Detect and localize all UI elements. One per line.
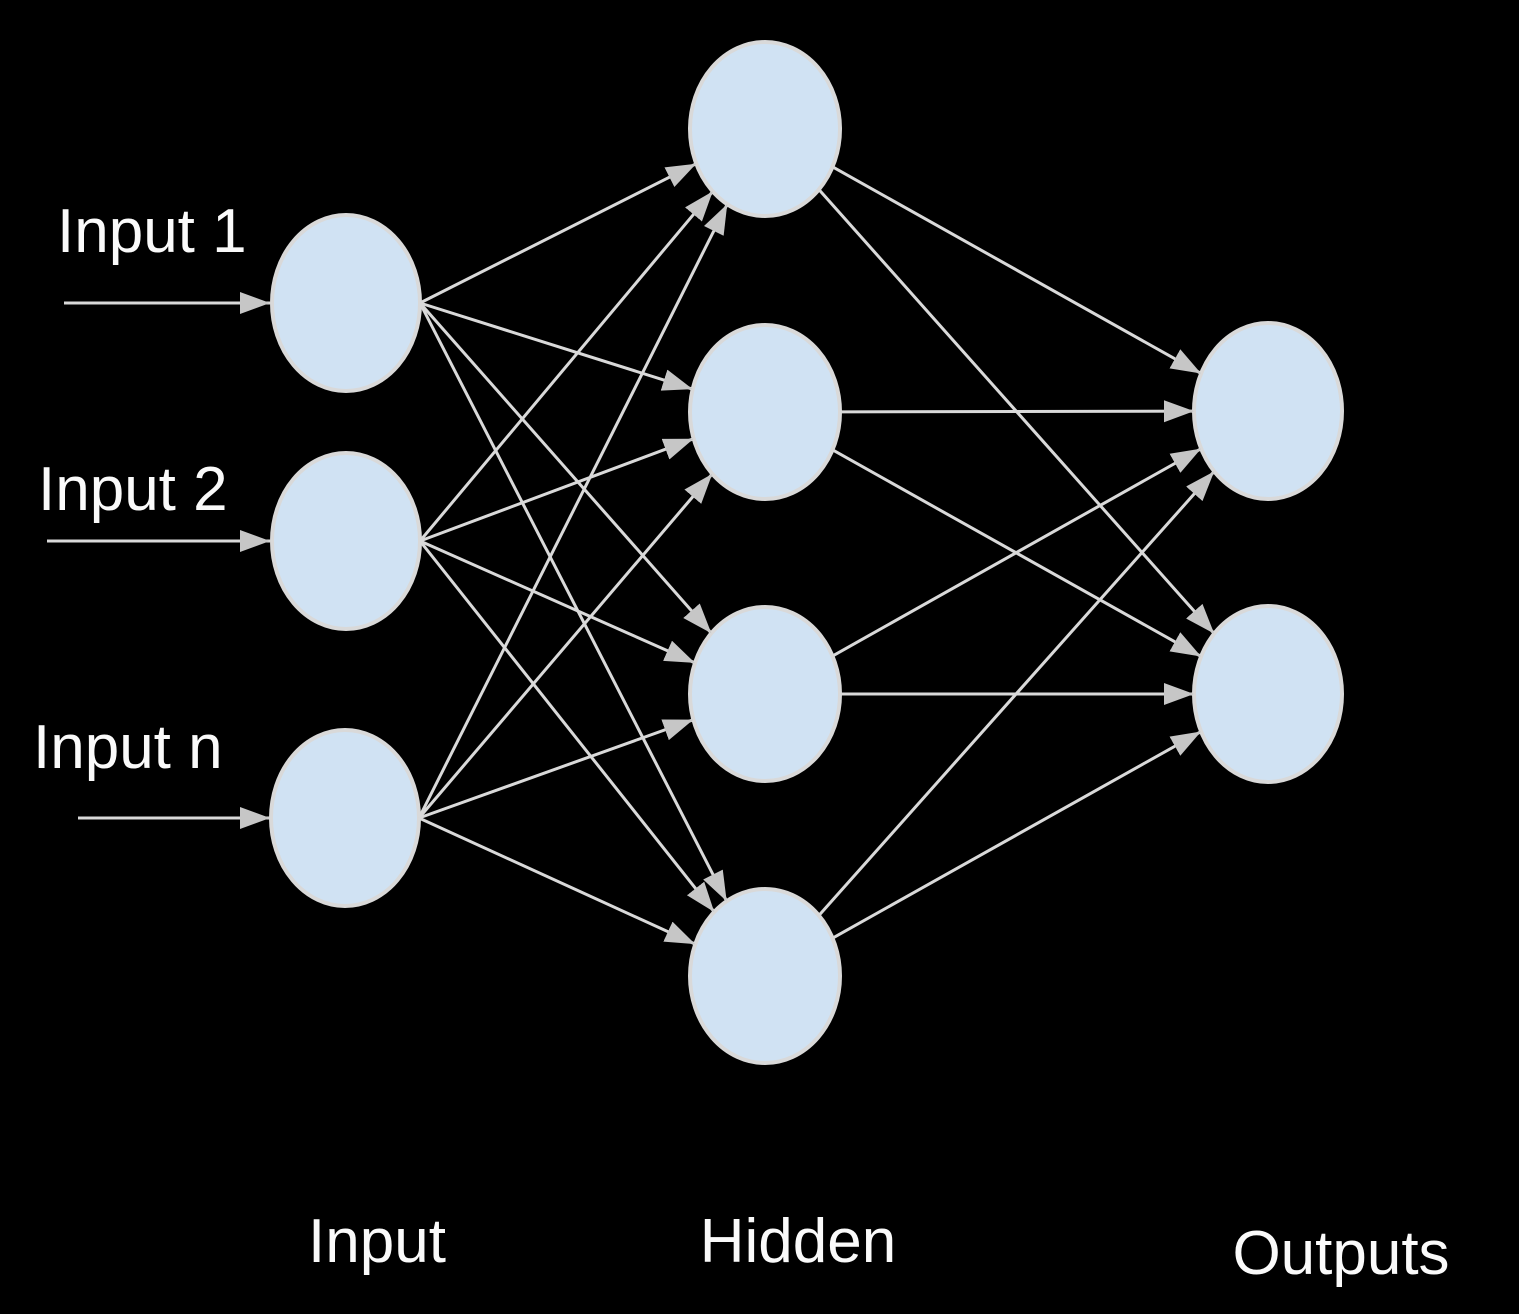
edge-hidden-1-to-output-1 xyxy=(831,165,1202,375)
edge-input-3-to-hidden-1 xyxy=(417,203,729,819)
layer-label-outputs: Outputs xyxy=(1232,1219,1449,1288)
edge-hidden-3-to-output-1 xyxy=(831,447,1202,658)
edge-input-2-to-hidden-2 xyxy=(419,437,695,543)
edge-input-2-to-hidden-1 xyxy=(418,190,714,542)
node-output-1 xyxy=(1192,321,1344,501)
node-hidden-4 xyxy=(688,887,842,1065)
edge-hidden-2-to-output-1 xyxy=(839,400,1195,423)
node-input-3 xyxy=(269,728,421,908)
edge-input-2-to-hidden-4 xyxy=(418,540,716,913)
edge-input-3-to-hidden-3 xyxy=(418,718,694,820)
node-input-1 xyxy=(270,213,422,393)
node-hidden-3 xyxy=(688,605,842,783)
node-hidden-2 xyxy=(688,323,842,501)
edge-input-1-to-hidden-4 xyxy=(418,302,729,902)
input-label-2: Input 2 xyxy=(38,455,228,524)
node-input-2 xyxy=(270,451,422,631)
edge-hidden-4-to-output-2 xyxy=(831,730,1202,940)
edge-input-1-to-hidden-3 xyxy=(418,302,713,635)
edge-input-2-to-hidden-3 xyxy=(419,539,696,665)
edge-input-3-to-hidden-2 xyxy=(417,472,714,819)
input-label-1: Input 1 xyxy=(57,197,247,266)
node-hidden-1 xyxy=(688,40,842,218)
input-label-3: Input n xyxy=(33,713,223,782)
edge-hidden-4-to-output-1 xyxy=(817,470,1216,917)
layer-label-input: Input xyxy=(308,1207,446,1276)
node-output-2 xyxy=(1192,604,1344,784)
edge-input-3-to-hidden-4 xyxy=(418,816,696,946)
edge-input-1-to-hidden-1 xyxy=(419,162,697,305)
layer-label-hidden: Hidden xyxy=(700,1207,896,1276)
edge-input-1-to-hidden-2 xyxy=(419,301,694,391)
